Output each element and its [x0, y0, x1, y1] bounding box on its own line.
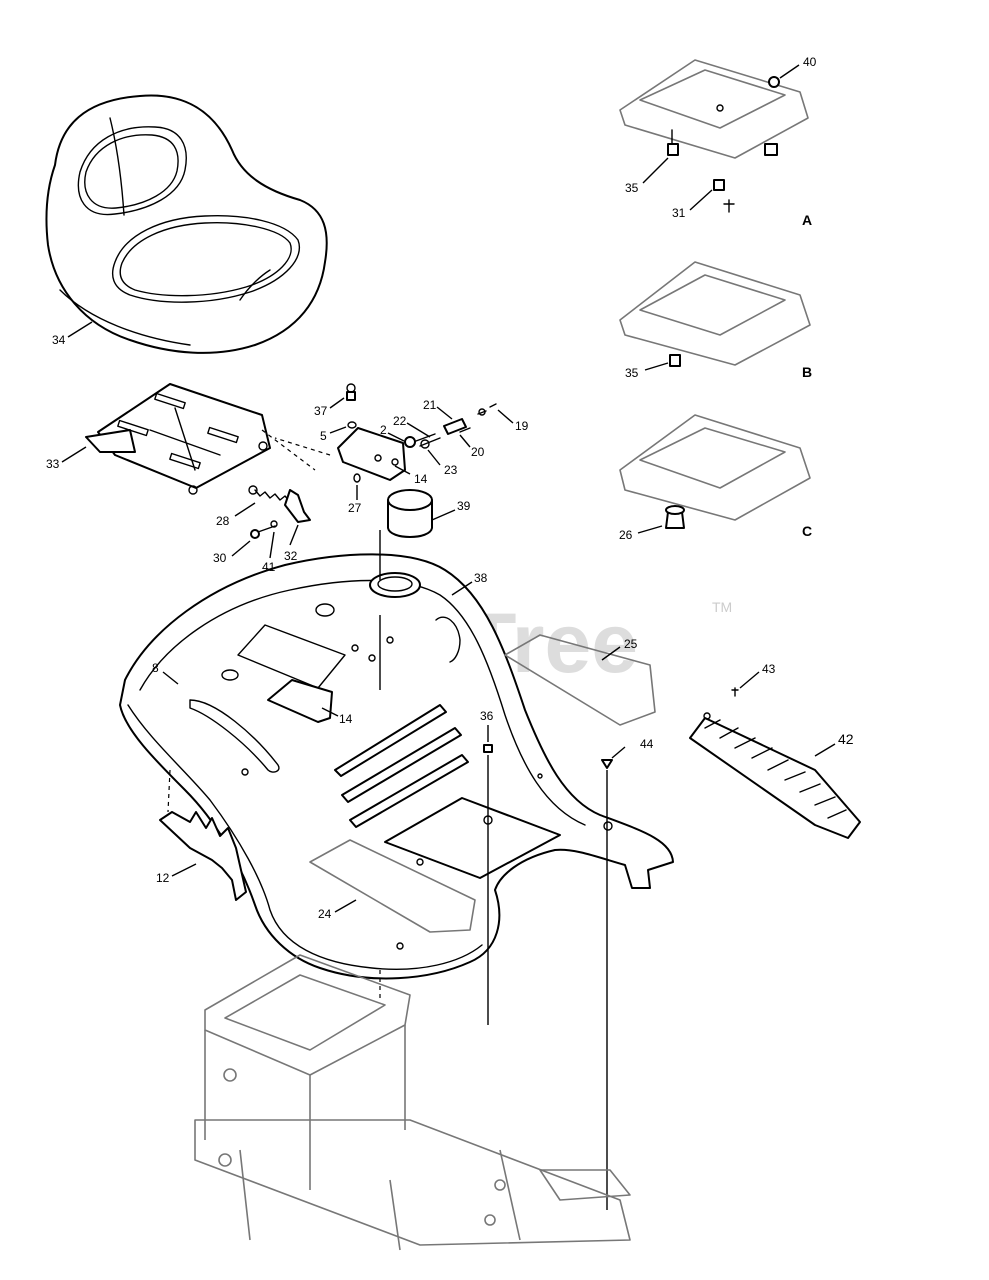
seat-pan-variant-a	[619, 59, 809, 213]
callout-25: 25	[624, 637, 638, 651]
callout-40: 40	[803, 55, 817, 69]
callout-22: 22	[393, 414, 407, 428]
callout-37: 37	[314, 404, 328, 418]
callout-35: 35	[625, 181, 639, 195]
callout-33: 33	[46, 457, 60, 471]
seat-pan-variant-c	[619, 414, 811, 529]
callout-24: 24	[318, 907, 332, 921]
callout-23: 23	[444, 463, 458, 477]
callout-2: 2	[380, 423, 387, 437]
callout-28: 28	[216, 514, 230, 528]
callout-20: 20	[471, 445, 485, 459]
callout-44: 44	[640, 737, 654, 751]
callout-32: 32	[284, 549, 298, 563]
variant-label-a: A	[802, 212, 812, 228]
bolt-43	[731, 687, 739, 697]
callout-5: 5	[320, 429, 327, 443]
footrest	[689, 712, 861, 839]
seat-hardware	[248, 383, 497, 539]
bolt-36	[483, 744, 493, 753]
callout-35: 35	[625, 366, 639, 380]
filler-cap	[387, 489, 433, 538]
seat	[45, 94, 328, 354]
callout-43: 43	[762, 662, 776, 676]
callout-27: 27	[348, 501, 362, 515]
callout-34: 34	[52, 333, 66, 347]
bracket-12	[159, 811, 247, 901]
seat-pan-variant-b	[619, 261, 811, 367]
variant-label-b: B	[802, 364, 812, 380]
callout-41: 41	[262, 560, 276, 574]
callout-30: 30	[213, 551, 227, 565]
bracket-lower	[267, 679, 333, 723]
callout-39: 39	[457, 499, 471, 513]
plate-25	[504, 634, 656, 726]
callout-21: 21	[423, 398, 437, 412]
seat-pan	[85, 383, 271, 495]
callout-26: 26	[619, 528, 633, 542]
callout-labels: 40 35 31 35 26 34 33 37 5 21 22 2 19 20 …	[46, 55, 854, 921]
watermark-trademark: TM	[712, 599, 732, 615]
leader-lines	[61, 64, 836, 913]
callout-31: 31	[672, 206, 686, 220]
callout-14: 14	[414, 472, 428, 486]
callout-19: 19	[515, 419, 529, 433]
frame	[194, 954, 631, 1251]
callout-38: 38	[474, 571, 488, 585]
callout-36: 36	[480, 709, 494, 723]
variant-label-c: C	[802, 523, 812, 539]
callout-42: 42	[838, 731, 854, 747]
bolt-44	[601, 759, 613, 769]
callout-8: 8	[152, 661, 159, 675]
callout-12: 12	[156, 871, 170, 885]
body-fender	[119, 553, 674, 980]
callout-14: 14	[339, 712, 353, 726]
